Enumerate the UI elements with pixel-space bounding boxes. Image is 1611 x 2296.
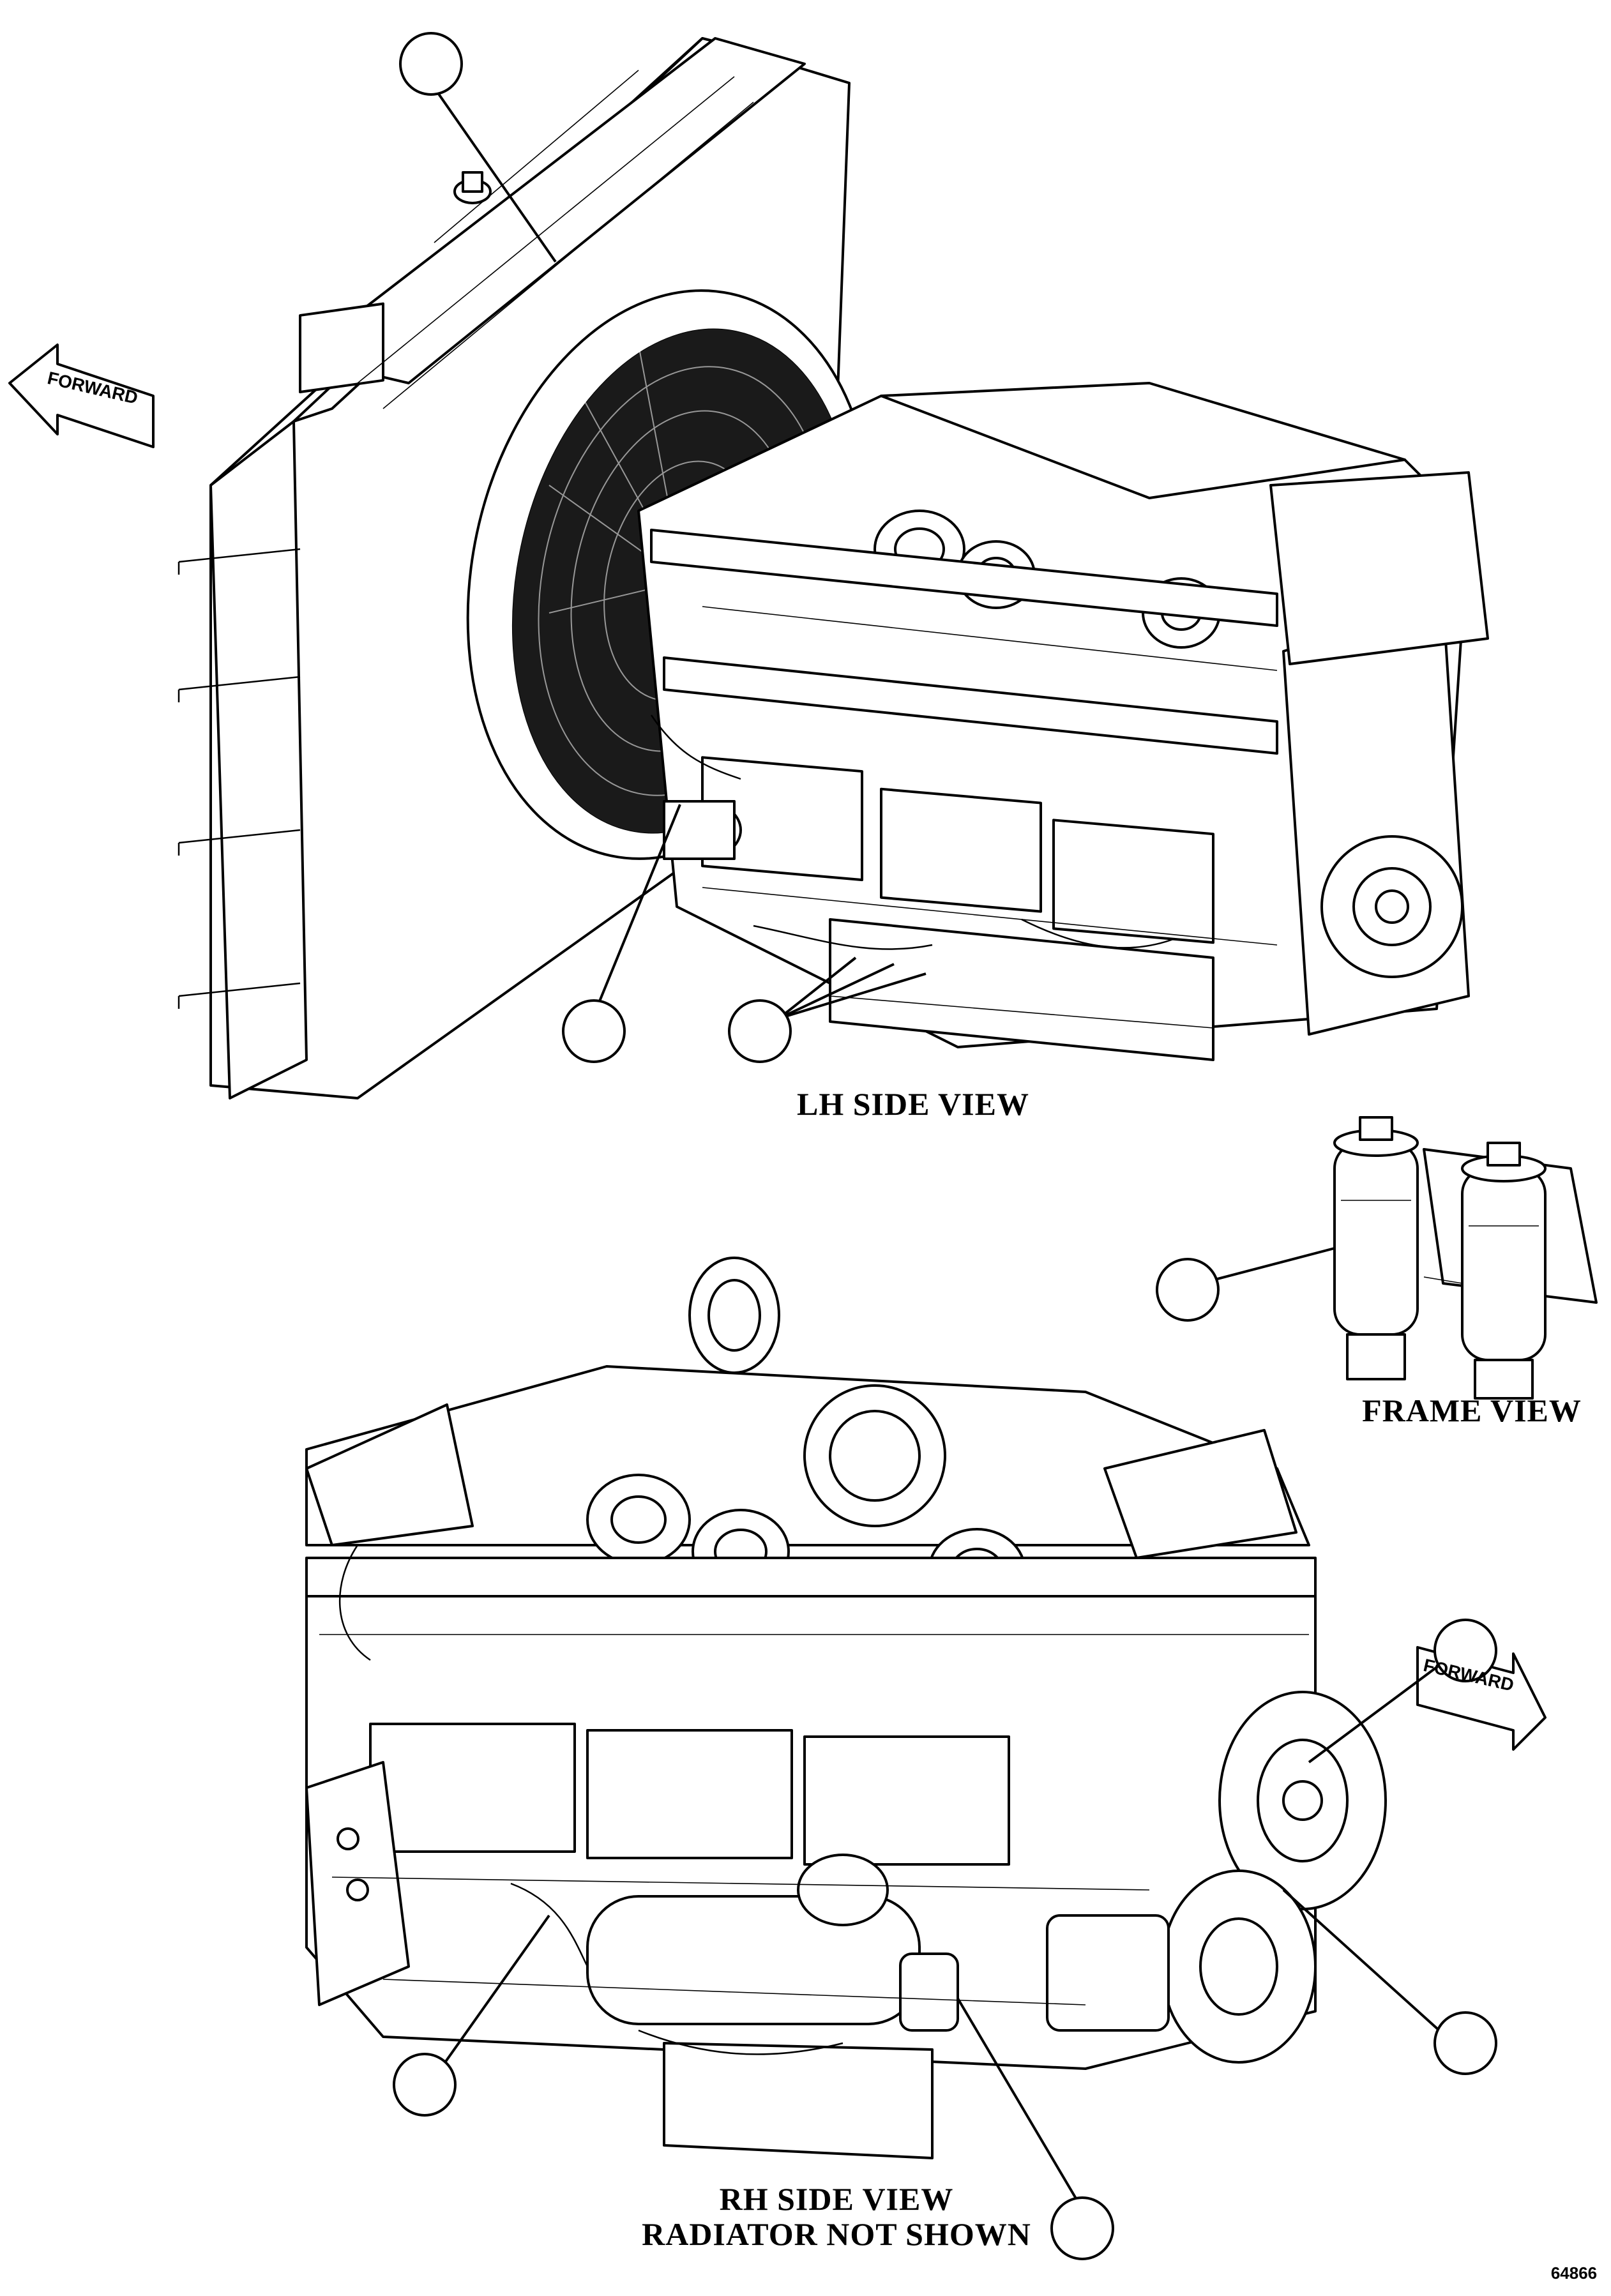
frame-view-title: FRAME VIEW [1362,1393,1582,1428]
engine-lh [637,382,1489,1061]
callout-lh-bottom-right [728,999,792,1063]
callout-lh-bottom-left [562,999,626,1063]
frame-view-artwork [1333,1116,1598,1400]
lh-side-view-title: LH SIDE VIEW [797,1086,1029,1122]
rh-side-view-subtitle: RADIATOR NOT SHOWN [642,2216,1031,2252]
callout-rh-bottom-right [1433,2011,1497,2075]
lh-side-view-artwork [178,37,1489,1099]
callout-rh-bottom-center [1050,2196,1114,2260]
callout-frame [1156,1258,1220,1322]
callout-lh-top [399,32,463,96]
rh-side-view-artwork [305,1257,1387,2159]
callout-rh-top-right [1433,1619,1497,1682]
callout-leaders [430,82,1448,2210]
forward-arrow-left-icon [8,344,155,448]
figure-number: 64866 [1550,2263,1598,2283]
rh-side-view-title: RH SIDE VIEW [719,2181,954,2217]
callout-rh-bottom-left [393,2053,457,2117]
